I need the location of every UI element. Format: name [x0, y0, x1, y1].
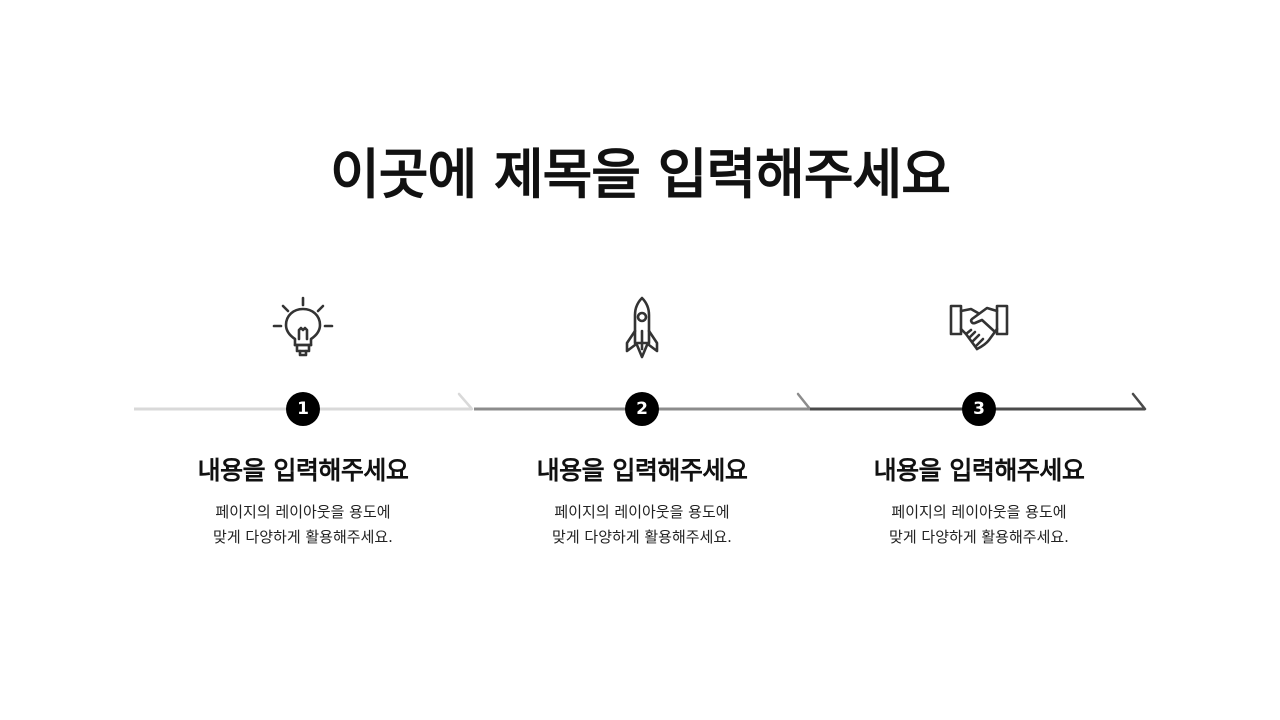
- step-2-content: 내용을 입력해주세요 페이지의 레이아웃을 용도에 맞게 다양하게 활용해주세요…: [492, 454, 792, 550]
- page-title: 이곳에 제목을 입력해주세요: [330, 143, 951, 206]
- step-heading: 내용을 입력해주세요: [197, 456, 409, 485]
- step-body-line: 맞게 다양하게 활용해주세요.: [213, 528, 393, 546]
- step-1-content: 내용을 입력해주세요 페이지의 레이아웃을 용도에 맞게 다양하게 활용해주세요…: [153, 454, 453, 550]
- step-heading: 내용을 입력해주세요: [536, 456, 748, 485]
- step-body: 페이지의 레이아웃을 용도에 맞게 다양하게 활용해주세요.: [492, 500, 792, 550]
- step-body-line: 페이지의 레이아웃을 용도에: [891, 503, 1067, 521]
- step-body-line: 페이지의 레이아웃을 용도에: [215, 503, 391, 521]
- step-body-line: 맞게 다양하게 활용해주세요.: [552, 528, 732, 546]
- handshake-icon: [949, 304, 1009, 351]
- step-heading: 내용을 입력해주세요: [873, 456, 1085, 485]
- lightbulb-icon: [272, 296, 334, 357]
- step-number-2: 2: [625, 392, 659, 426]
- step-body: 페이지의 레이아웃을 용도에 맞게 다양하게 활용해주세요.: [829, 500, 1129, 550]
- step-number-1: 1: [286, 392, 320, 426]
- step-body-line: 맞게 다양하게 활용해주세요.: [889, 528, 1069, 546]
- step-number-3: 3: [962, 392, 996, 426]
- step-body-line: 페이지의 레이아웃을 용도에: [554, 503, 730, 521]
- step-body: 페이지의 레이아웃을 용도에 맞게 다양하게 활용해주세요.: [153, 500, 453, 550]
- rocket-icon: [625, 296, 659, 359]
- step-3-content: 내용을 입력해주세요 페이지의 레이아웃을 용도에 맞게 다양하게 활용해주세요…: [829, 454, 1129, 550]
